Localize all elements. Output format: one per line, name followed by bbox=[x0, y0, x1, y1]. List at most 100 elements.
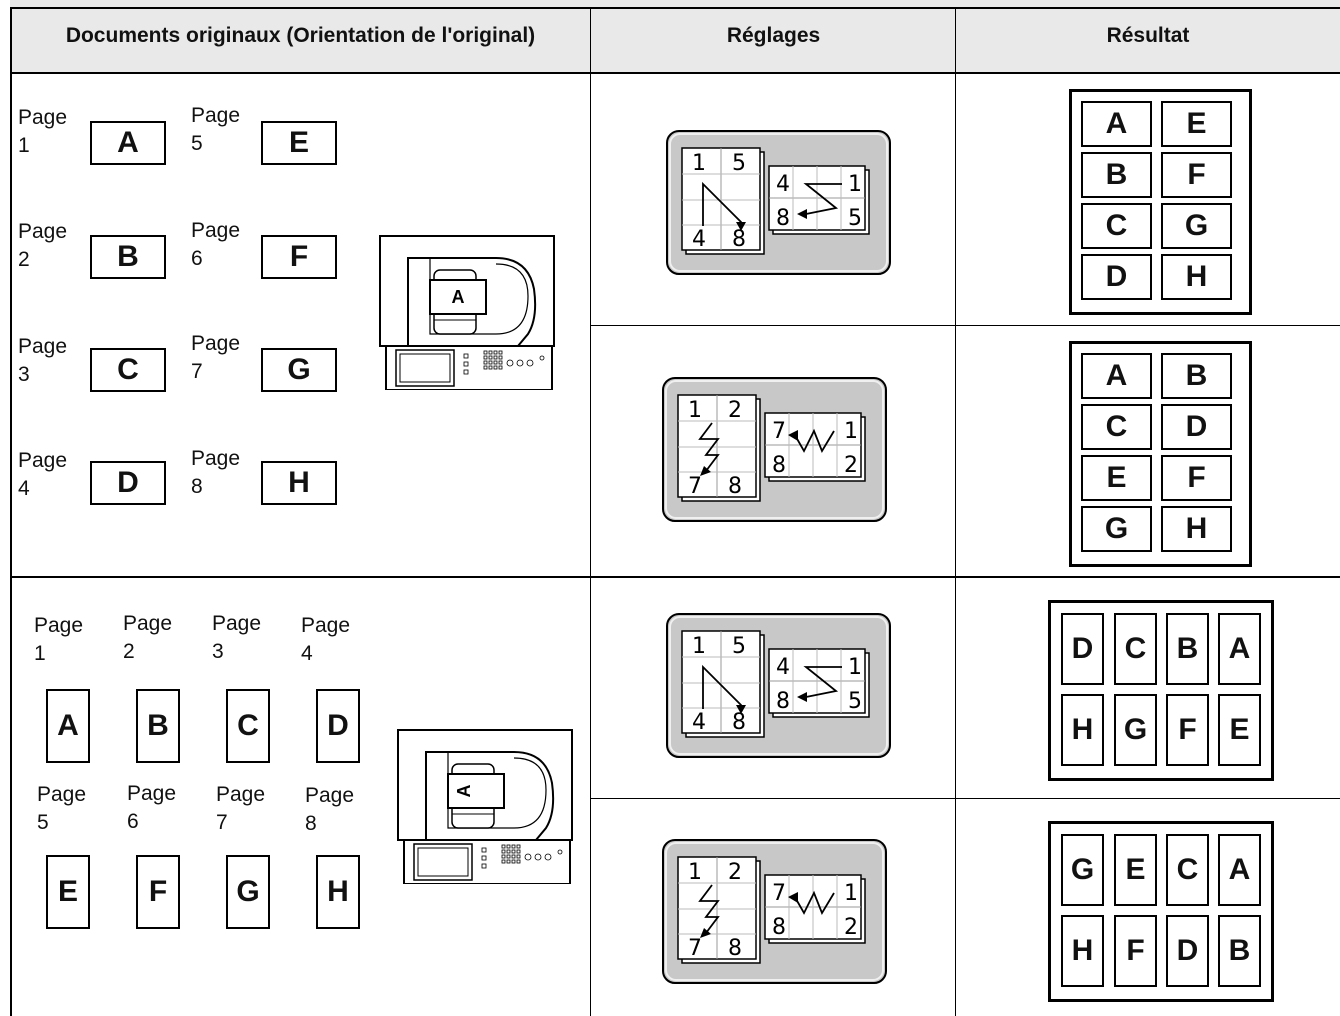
page-label: Page 6 bbox=[127, 782, 177, 833]
page-label: Page 7 bbox=[191, 332, 241, 383]
row-divider-1 bbox=[591, 325, 1340, 326]
page-label: Page 4 bbox=[18, 449, 68, 500]
page-label: Page 1 bbox=[18, 106, 68, 157]
header-result: Résultat bbox=[956, 0, 1340, 72]
page-label: Page 4 bbox=[301, 614, 351, 665]
result-cell: F bbox=[1161, 455, 1232, 501]
column-divider-1 bbox=[590, 7, 591, 1016]
settings-number: 1 bbox=[688, 398, 702, 423]
page-label: Page 3 bbox=[18, 335, 68, 386]
result-cell: D bbox=[1161, 404, 1232, 450]
page-label: Page 2 bbox=[18, 220, 68, 271]
column-divider-2 bbox=[955, 7, 956, 1016]
page-card: B bbox=[136, 689, 180, 763]
page-label: Page 2 bbox=[123, 612, 173, 663]
page-card: D bbox=[316, 689, 360, 763]
result-cell: B bbox=[1218, 915, 1261, 987]
settings-number: 1 bbox=[688, 860, 702, 885]
result-cell: C bbox=[1114, 613, 1157, 685]
result-cell: H bbox=[1161, 506, 1232, 552]
result-sheet-3: D C B A H G F E bbox=[1048, 600, 1274, 781]
settings-number: 4 bbox=[776, 172, 790, 197]
header-original-documents: Documents originaux (Orientation de l'or… bbox=[10, 0, 591, 72]
result-cell: G bbox=[1081, 506, 1152, 552]
settings-number: 1 bbox=[848, 172, 862, 197]
settings-number: 1 bbox=[692, 151, 706, 176]
feeder-document-letter: A bbox=[452, 287, 465, 307]
page-label: Page 5 bbox=[191, 104, 241, 155]
result-cell: C bbox=[1166, 834, 1209, 906]
settings-number: 4 bbox=[692, 227, 706, 252]
settings-number: 8 bbox=[732, 227, 746, 252]
result-cell: A bbox=[1218, 613, 1261, 685]
page-card: E bbox=[261, 121, 337, 165]
settings-number: 8 bbox=[776, 206, 790, 231]
settings-number: 5 bbox=[732, 151, 746, 176]
page-card: D bbox=[90, 461, 166, 505]
layout-a-button[interactable]: 1 5 4 8 4 1 8 5 bbox=[666, 613, 892, 759]
page-card: G bbox=[226, 855, 270, 929]
page-label: Page 8 bbox=[305, 784, 355, 835]
settings-number: 8 bbox=[732, 710, 746, 735]
header-bottom-border bbox=[10, 72, 1340, 74]
result-cell: C bbox=[1081, 203, 1152, 249]
settings-number: 4 bbox=[776, 655, 790, 680]
settings-number: 8 bbox=[776, 689, 790, 714]
settings-number: 5 bbox=[848, 689, 862, 714]
result-cell: B bbox=[1081, 152, 1152, 198]
result-cell: C bbox=[1081, 404, 1152, 450]
settings-number: 8 bbox=[728, 474, 742, 499]
result-cell: H bbox=[1061, 915, 1104, 987]
page-card: F bbox=[136, 855, 180, 929]
page-card: H bbox=[261, 461, 337, 505]
result-cell: F bbox=[1161, 152, 1232, 198]
table-top-border bbox=[10, 7, 1340, 9]
settings-number: 1 bbox=[844, 881, 858, 906]
result-cell: G bbox=[1161, 203, 1232, 249]
result-cell: B bbox=[1166, 613, 1209, 685]
settings-number: 2 bbox=[728, 398, 742, 423]
result-cell: E bbox=[1114, 834, 1157, 906]
result-cell: G bbox=[1114, 694, 1157, 766]
settings-number: 5 bbox=[848, 206, 862, 231]
page-card: C bbox=[226, 689, 270, 763]
result-sheet-1: A E B F C G D H bbox=[1069, 89, 1252, 315]
page-label: Page 1 bbox=[34, 614, 84, 665]
page-card: G bbox=[261, 348, 337, 392]
settings-number: 7 bbox=[772, 419, 786, 444]
header-settings: Réglages bbox=[591, 0, 956, 72]
settings-number: 8 bbox=[772, 453, 786, 478]
page-card: A bbox=[46, 689, 90, 763]
settings-number: 2 bbox=[728, 860, 742, 885]
result-sheet-4: G E C A H F D B bbox=[1048, 821, 1274, 1002]
copier-machine-icon: A bbox=[397, 729, 573, 884]
feeder-document-letter: A bbox=[454, 785, 474, 798]
settings-number: 7 bbox=[772, 881, 786, 906]
result-cell: D bbox=[1061, 613, 1104, 685]
layout-a-button[interactable]: 1 5 4 8 4 1 8 5 bbox=[666, 130, 892, 276]
page-card: B bbox=[90, 235, 166, 279]
settings-number: 8 bbox=[728, 936, 742, 961]
result-cell: H bbox=[1061, 694, 1104, 766]
settings-number: 7 bbox=[688, 474, 702, 499]
layout-b-button[interactable]: 1 2 7 8 7 1 8 2 bbox=[662, 839, 888, 985]
page-card: E bbox=[46, 855, 90, 929]
result-cell: E bbox=[1081, 455, 1152, 501]
result-cell: A bbox=[1081, 101, 1152, 147]
result-cell: H bbox=[1161, 254, 1232, 300]
result-cell: G bbox=[1061, 834, 1104, 906]
page-label: Page 6 bbox=[191, 219, 241, 270]
settings-number: 1 bbox=[844, 419, 858, 444]
page-label: Page 5 bbox=[37, 783, 87, 834]
result-cell: A bbox=[1081, 353, 1152, 399]
result-sheet-2: A B C D E F G H bbox=[1069, 341, 1252, 567]
result-cell: E bbox=[1161, 101, 1232, 147]
row-divider-2 bbox=[591, 798, 1340, 799]
page-card: H bbox=[316, 855, 360, 929]
layout-b-button[interactable]: 1 2 7 8 7 1 8 2 bbox=[662, 377, 888, 523]
result-cell: F bbox=[1166, 694, 1209, 766]
table-left-border bbox=[10, 7, 12, 1016]
settings-number: 4 bbox=[692, 710, 706, 735]
settings-number: 1 bbox=[692, 634, 706, 659]
result-cell: D bbox=[1081, 254, 1152, 300]
